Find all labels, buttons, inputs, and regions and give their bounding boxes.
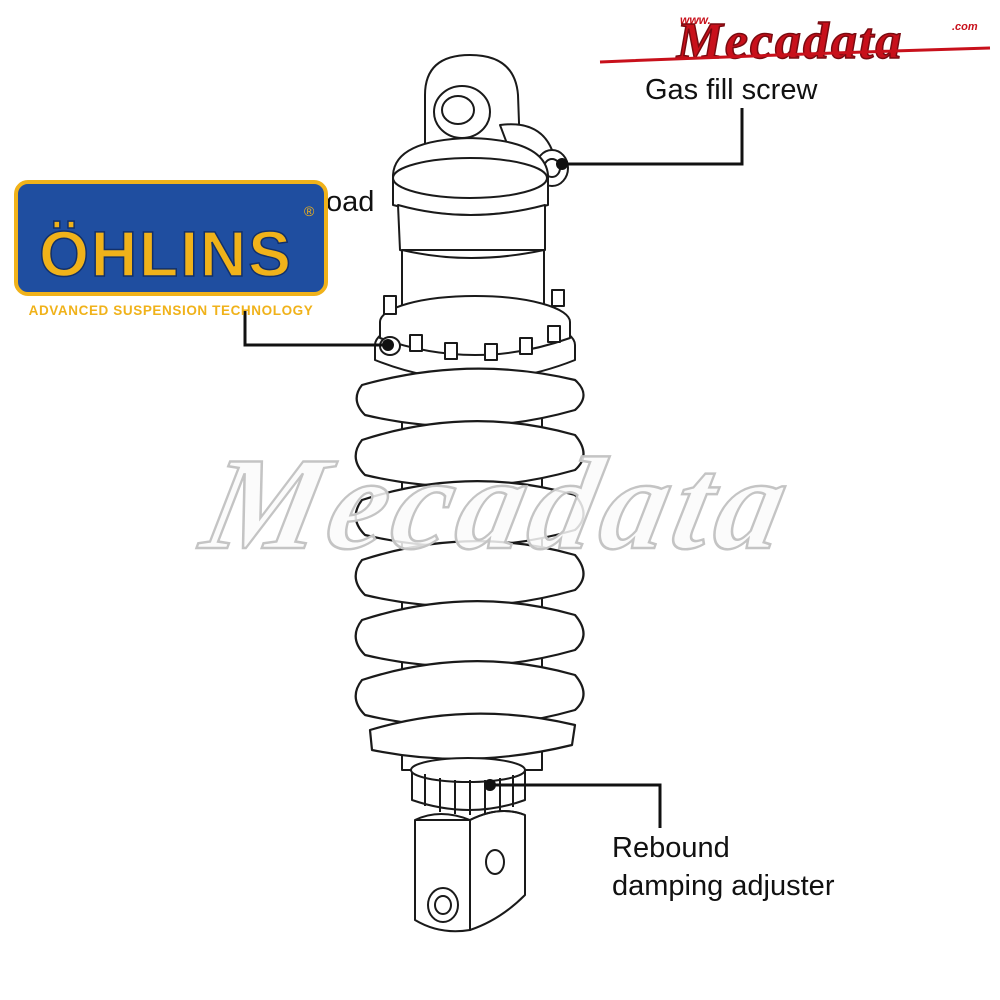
logo-wordmark: Mecadata (676, 13, 904, 70)
ohlins-badge (14, 180, 328, 296)
leader-lines (243, 108, 744, 828)
rebound-adjuster (410, 757, 526, 815)
rebound-leader (490, 783, 662, 828)
gas-fill-screw-label: Gas fill screw (645, 74, 818, 106)
ohlins-registered-mark: ® (304, 203, 315, 219)
preload-dot (382, 339, 394, 351)
ohlins-wordmark: ÖHLINS (39, 218, 293, 290)
mecadata-logo: www. .com Mecadata (599, 12, 991, 70)
ohlins-tagline: ADVANCED SUSPENSION TECHNOLOGY (29, 303, 314, 318)
spring (354, 367, 585, 760)
logo-suffix: .com (952, 21, 978, 33)
gas-fill-dot (556, 158, 568, 170)
rebound-dot (484, 779, 496, 791)
rebound-label-line1: Rebound (612, 832, 730, 864)
gas-fill-leader (562, 108, 744, 166)
watermark-text: Mecadata (190, 430, 806, 576)
logo-prefix: www. (680, 13, 711, 27)
preload-leader (243, 310, 388, 347)
bottom-clevis (414, 810, 526, 933)
ohlins-logo: ÖHLINS ® ADVANCED SUSPENSION TECHNOLOGY (14, 180, 328, 318)
leader-dots (382, 158, 568, 791)
spring-preload-label: oad (326, 186, 375, 218)
rebound-label-line2: damping adjuster (612, 870, 835, 902)
